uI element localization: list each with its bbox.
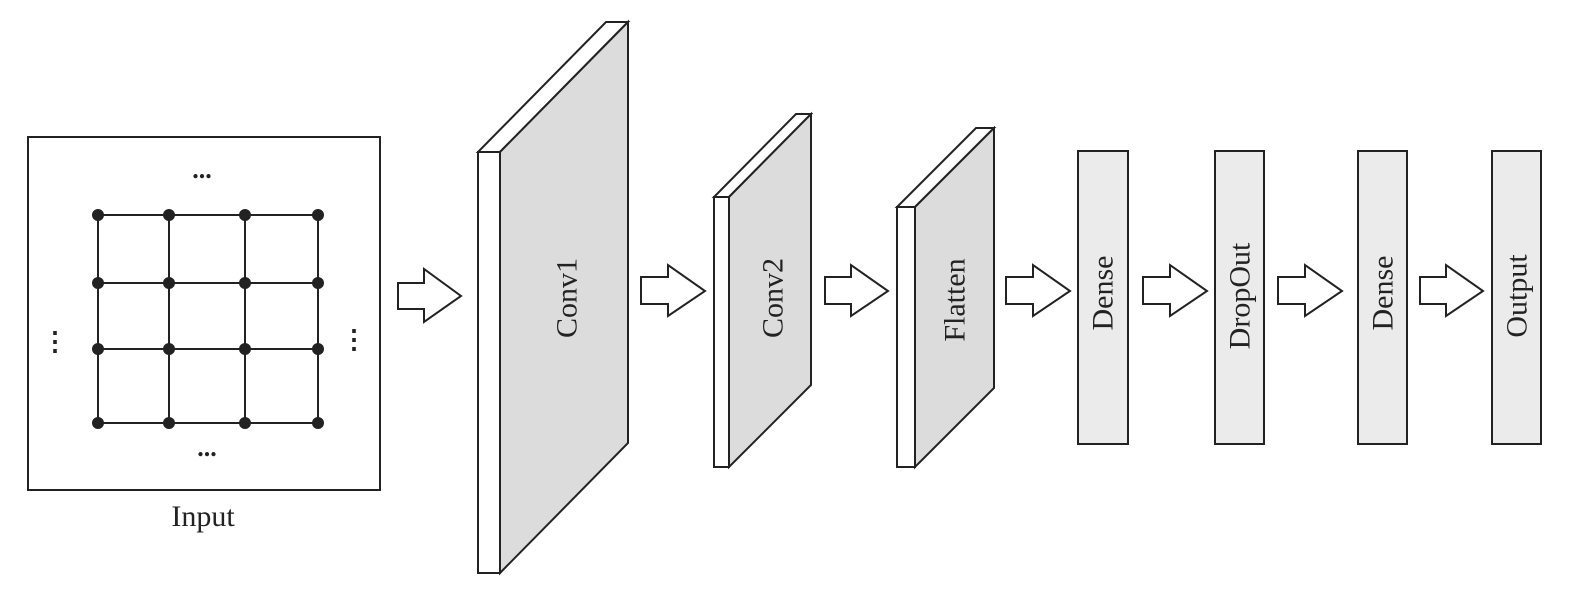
grid-node-3-3 bbox=[239, 343, 251, 355]
flatten-label: Flatten bbox=[939, 258, 972, 341]
grid-node-4-2 bbox=[163, 417, 175, 429]
dense-2-box bbox=[1357, 150, 1408, 445]
input-label: Input bbox=[171, 500, 235, 533]
grid-node-2-1 bbox=[92, 277, 104, 289]
input-frame bbox=[27, 136, 381, 491]
dense-1-box bbox=[1077, 150, 1129, 445]
conv1-label: Conv1 bbox=[551, 258, 584, 338]
grid-node-3-4 bbox=[312, 343, 324, 355]
arrow-dense-to-output bbox=[1419, 263, 1485, 318]
output-label: Output bbox=[1501, 254, 1534, 338]
arrow-dense-to-dropout bbox=[1142, 263, 1209, 318]
layer-dropout: DropOut bbox=[1214, 150, 1265, 445]
arrow-input-to-conv1 bbox=[397, 267, 463, 324]
arrow-dropout-to-dense bbox=[1277, 263, 1344, 318]
flatten-front-face bbox=[896, 206, 916, 468]
input-ellipsis-top: ... bbox=[192, 155, 212, 184]
input-ellipsis-right: ⋮ bbox=[341, 325, 367, 354]
grid-node-2-4 bbox=[312, 277, 324, 289]
layer-conv2: Conv2 bbox=[711, 111, 814, 470]
flow-arrows bbox=[397, 263, 1485, 324]
layer-flatten: Flatten bbox=[894, 125, 997, 470]
conv1-front-face bbox=[477, 151, 501, 574]
conv2-front-face bbox=[713, 196, 730, 468]
grid-node-4-1 bbox=[92, 417, 104, 429]
grid-node-1-2 bbox=[163, 209, 175, 221]
grid-node-1-3 bbox=[239, 209, 251, 221]
input-ellipsis-left: ⋮ bbox=[42, 327, 68, 356]
dense-1-label: Dense bbox=[1087, 256, 1120, 331]
grid-node-1-4 bbox=[312, 209, 324, 221]
layer-conv1: Conv1 bbox=[475, 19, 631, 576]
arrow-conv2-to-flatten bbox=[824, 263, 890, 318]
grid-node-2-3 bbox=[239, 277, 251, 289]
dropout-label: DropOut bbox=[1224, 242, 1257, 349]
grid-node-3-2 bbox=[163, 343, 175, 355]
conv2-label: Conv2 bbox=[757, 258, 790, 338]
layer-dense-1: Dense bbox=[1077, 150, 1129, 445]
layer-output: Output bbox=[1491, 150, 1542, 445]
grid-node-3-1 bbox=[92, 343, 104, 355]
input-grid bbox=[92, 209, 324, 429]
layer-dense-2: Dense bbox=[1357, 150, 1408, 445]
grid-node-4-4 bbox=[312, 417, 324, 429]
arrow-conv1-to-conv2 bbox=[640, 263, 707, 318]
grid-node-1-1 bbox=[92, 209, 104, 221]
input-ellipsis-bottom: ... bbox=[197, 433, 217, 462]
grid-node-2-2 bbox=[163, 277, 175, 289]
dropout-box bbox=[1214, 150, 1265, 445]
arrow-flatten-to-dense bbox=[1005, 263, 1072, 318]
input-block: ... ... ⋮ ⋮ Input bbox=[27, 136, 381, 533]
dense-2-label: Dense bbox=[1367, 256, 1400, 331]
output-box bbox=[1491, 150, 1542, 445]
grid-node-4-3 bbox=[239, 417, 251, 429]
